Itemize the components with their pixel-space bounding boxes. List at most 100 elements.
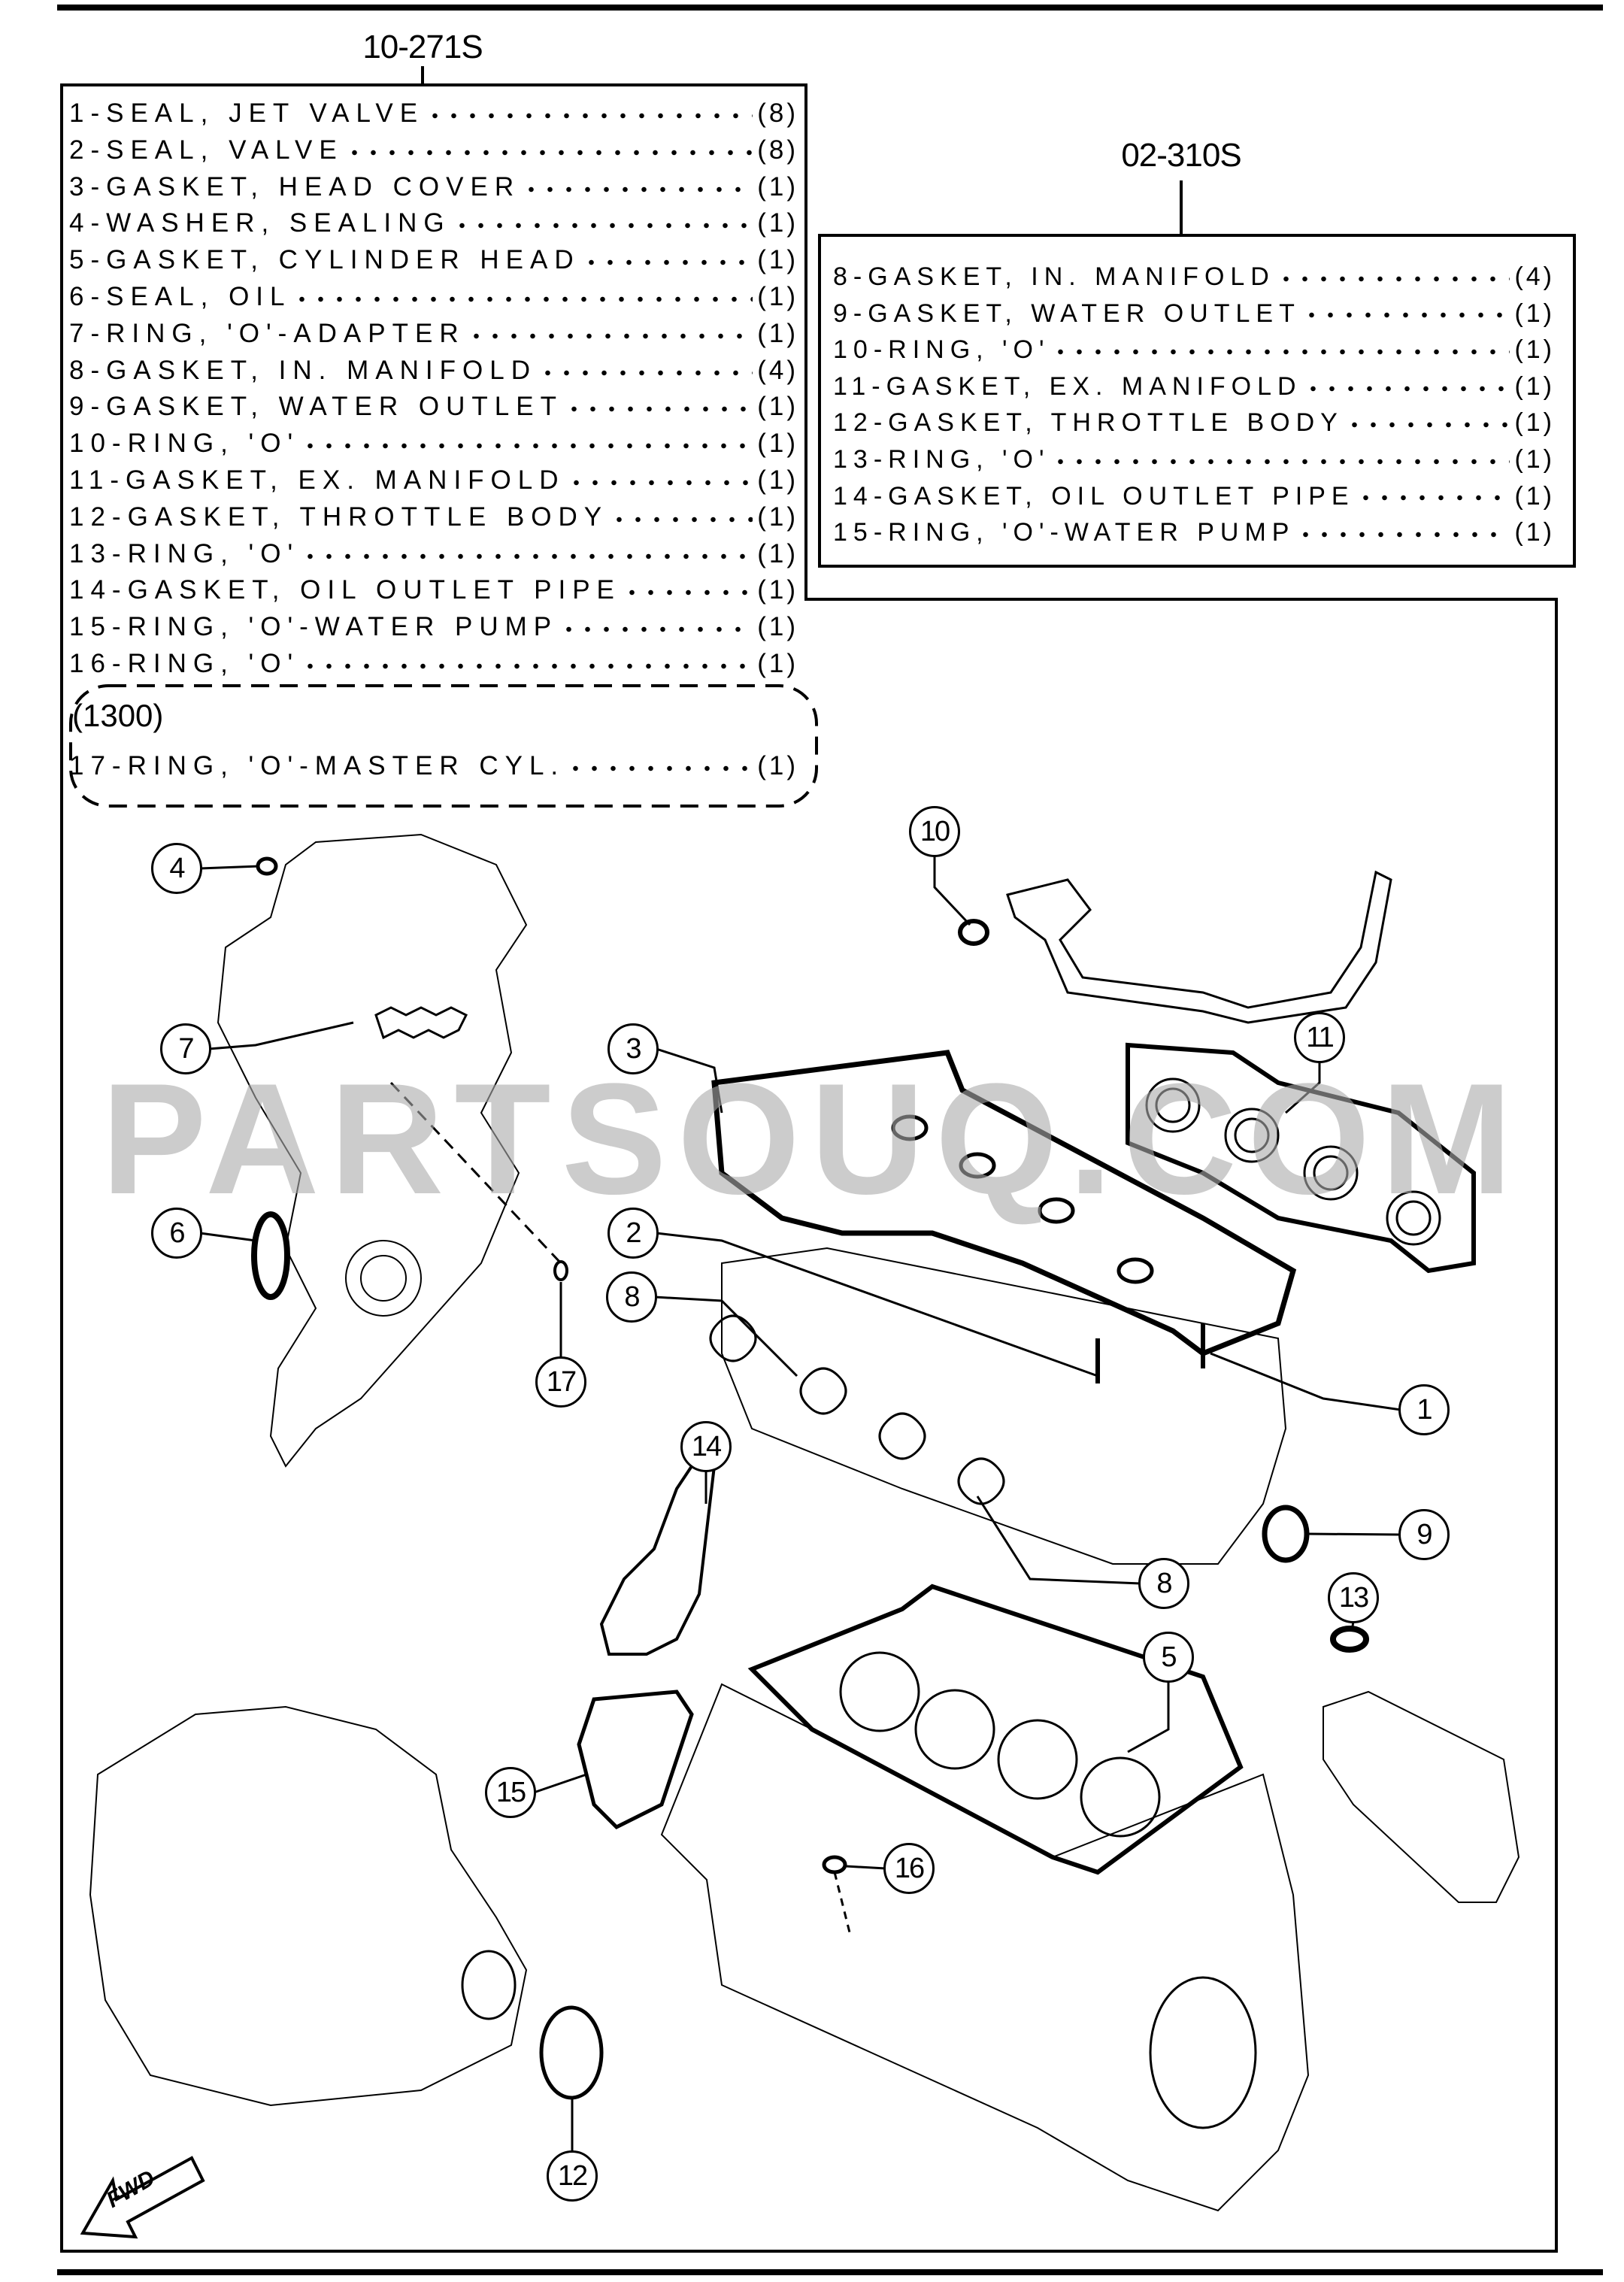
part-qty: (1) [757, 575, 798, 605]
cylinder-block-drawing [660, 1683, 1310, 2212]
part-qty: (4) [1514, 262, 1555, 291]
leader-dots [301, 548, 753, 564]
callout-10: 10 [909, 806, 960, 857]
leader-dots [559, 622, 753, 637]
part-list-item: 1-SEAL, JET VALVE(8) [69, 95, 798, 132]
cylinder-head-drawing [721, 1247, 1287, 1565]
part-qty: (1) [1514, 371, 1555, 401]
leader-dots [538, 365, 753, 380]
exhaust-manifold-gasket-drawing [1126, 1042, 1476, 1274]
callout-8: 8 [1138, 1558, 1189, 1609]
part-qty: (1) [757, 318, 798, 348]
callout-11: 11 [1294, 1012, 1345, 1063]
leader-dots [466, 329, 753, 344]
part-list-item: 8-GASKET, IN. MANIFOLD(4) [833, 259, 1555, 295]
part-name: 10-RING, 'O' [833, 335, 1050, 365]
optional-group-frame [69, 684, 818, 808]
part-qty: (1) [757, 612, 798, 642]
leader-dots [622, 585, 753, 601]
part-list-item: 12-GASKET, THROTTLE BODY(1) [833, 405, 1555, 441]
part-list-item: 6-SEAL, OIL(1) [69, 279, 798, 316]
part-list-item: 10-RING, 'O'(1) [69, 426, 798, 462]
part-name: 6-SEAL, OIL [69, 281, 292, 311]
intake-gaskets-drawing [709, 1314, 1005, 1505]
part-list-item: 4-WASHER, SEALING(1) [69, 205, 798, 242]
kit-02-310S-list: 8-GASKET, IN. MANIFOLD(4) 9-GASKET, WATER… [833, 259, 1555, 551]
leader-dots [1303, 380, 1510, 396]
part-qty: (1) [757, 465, 798, 495]
callout-6: 6 [151, 1208, 202, 1259]
watermark: PARTSOUQ.COM [101, 1050, 1523, 1227]
callout-4: 4 [151, 843, 202, 894]
part-list-item: 15-RING, 'O'-WATER PUMP(1) [833, 514, 1555, 551]
leader-dots [566, 475, 753, 490]
part-name: 5-GASKET, CYLINDER HEAD [69, 245, 580, 275]
leader-dots [1051, 454, 1510, 469]
callout-17: 17 [535, 1356, 586, 1408]
leader-dots [610, 512, 753, 527]
head-cover-gasket-drawing [711, 1050, 1297, 1356]
part-list-item: 17-RING, 'O'-MASTER CYL.(1) [69, 748, 798, 785]
callout-9: 9 [1398, 1509, 1450, 1560]
part-qty: (1) [757, 392, 798, 422]
part-name: 7-RING, 'O'-ADAPTER [69, 318, 465, 348]
part-list-item: 14-GASKET, OIL OUTLET PIPE(1) [833, 478, 1555, 515]
part-list-item: 5-GASKET, CYLINDER HEAD(1) [69, 242, 798, 279]
callout-12: 12 [547, 2150, 598, 2202]
part-qty: (1) [1514, 335, 1555, 365]
leader-dots [581, 255, 753, 270]
leader-dots [564, 402, 753, 417]
part-name: 11-GASKET, EX. MANIFOLD [833, 371, 1302, 401]
part-qty: (1) [757, 429, 798, 459]
part-name: 11-GASKET, EX. MANIFOLD [69, 465, 565, 495]
leader-dots [344, 145, 753, 160]
part-name: 1-SEAL, JET VALVE [69, 98, 425, 128]
part-qty: (1) [1514, 408, 1555, 438]
part-qty: (1) [757, 538, 798, 568]
part-list-item: 13-RING, 'O'(1) [69, 536, 798, 573]
part-name: 9-GASKET, WATER OUTLET [833, 299, 1301, 328]
kit-code-02-310S: 02-310S [1121, 137, 1241, 174]
leader-dots [1051, 344, 1510, 359]
callout-13: 13 [1328, 1572, 1379, 1623]
part-name: 12-GASKET, THROTTLE BODY [69, 502, 609, 532]
part-list-item: 9-GASKET, WATER OUTLET(1) [69, 389, 798, 426]
part-qty: (1) [1514, 481, 1555, 511]
part-qty: (1) [757, 751, 798, 780]
part-name: 3-GASKET, HEAD COVER [69, 171, 521, 202]
fwd-arrow-icon [80, 2156, 205, 2239]
kit-code-10-271S: 10-271S [362, 29, 483, 65]
optional-group-condition: (1300) [72, 698, 164, 733]
callout-14: 14 [680, 1421, 732, 1472]
part-list-item: 16-RING, 'O' (1) [69, 646, 798, 683]
part-name: 16-RING, 'O' [69, 648, 300, 678]
part-list-item: 13-RING, 'O'(1) [833, 441, 1555, 478]
part-list-item: 7-RING, 'O'-ADAPTER (1) [69, 316, 798, 353]
part-qty: (8) [757, 135, 798, 165]
leader-dots [522, 181, 753, 197]
leader-dots [301, 438, 753, 453]
leader-dots [566, 761, 753, 776]
part-qty: (1) [757, 208, 798, 238]
part-qty: (1) [1514, 444, 1555, 474]
timing-cover-drawing [217, 833, 528, 1468]
transmission-drawing [89, 1705, 528, 2107]
callout-3: 3 [607, 1023, 659, 1074]
callout-5: 5 [1143, 1632, 1194, 1683]
callout-1: 1 [1398, 1384, 1450, 1435]
part-list-item: 11-GASKET, EX. MANIFOLD (1) [833, 368, 1555, 405]
part-list-item: 15-RING, 'O'-WATER PUMP(1) [69, 609, 798, 646]
oil-seal-drawing [251, 1211, 290, 1300]
part-list-item: 3-GASKET, HEAD COVER (1) [69, 169, 798, 206]
part-name: 2-SEAL, VALVE [69, 135, 344, 165]
part-qty: (1) [757, 648, 798, 678]
callout-16: 16 [883, 1843, 935, 1894]
part-name: 8-GASKET, IN. MANIFOLD [69, 355, 537, 385]
leader-dots [1356, 490, 1510, 506]
part-list-item: 2-SEAL, VALVE (8) [69, 132, 798, 169]
leader-dots [1344, 417, 1510, 432]
part-qty: (1) [757, 171, 798, 202]
callout-15: 15 [485, 1767, 536, 1818]
